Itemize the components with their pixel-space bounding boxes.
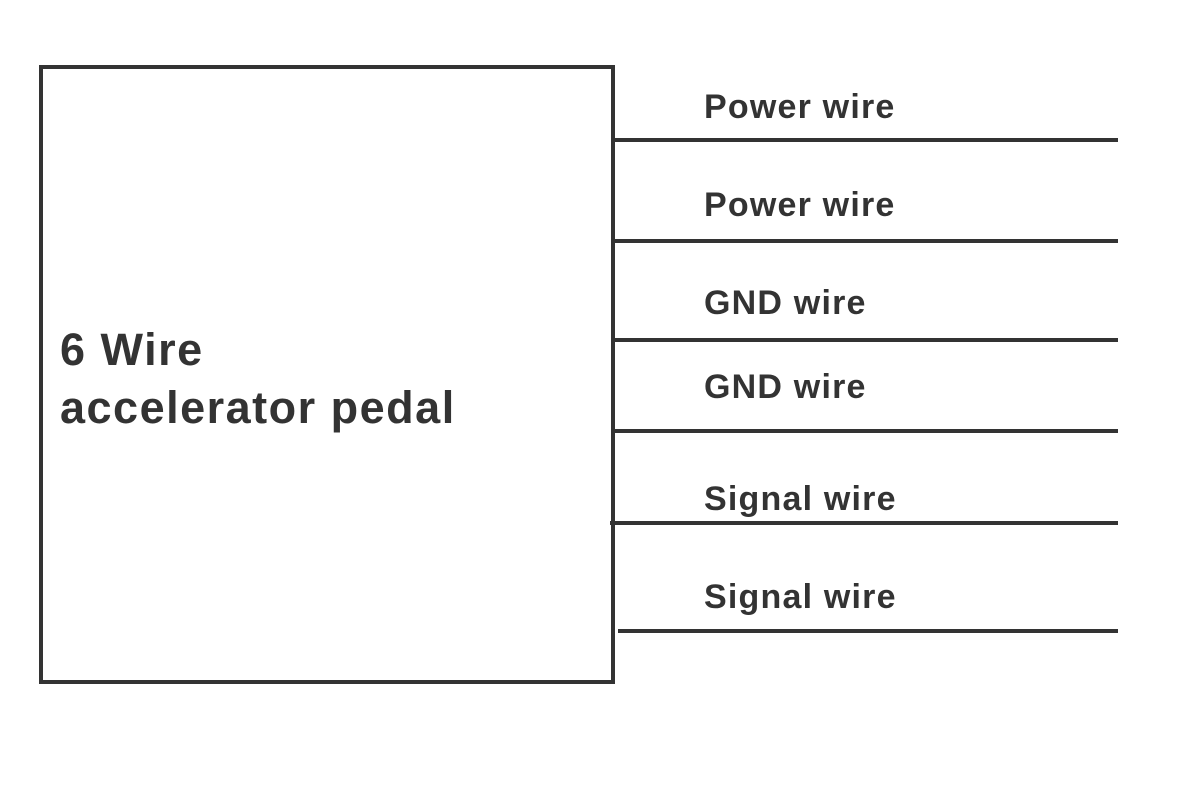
wire-label: GND wire (704, 368, 867, 406)
pedal-component-box (39, 65, 615, 684)
component-title-line2: accelerator pedal (60, 382, 456, 433)
wire-label: Signal wire (704, 480, 897, 518)
wire-label: GND wire (704, 284, 867, 322)
wire-6: Signal wire (618, 578, 1118, 633)
wire-5: Signal wire (610, 480, 1118, 525)
wire-4: GND wire (615, 368, 1118, 433)
wire-1: Power wire (615, 88, 1118, 142)
wire-label: Signal wire (704, 578, 897, 616)
component-title-line1: 6 Wire (60, 324, 204, 375)
wire-3: GND wire (615, 284, 1118, 342)
wire-2: Power wire (615, 186, 1118, 243)
wire-label: Power wire (704, 186, 896, 224)
wire-label: Power wire (704, 88, 896, 126)
